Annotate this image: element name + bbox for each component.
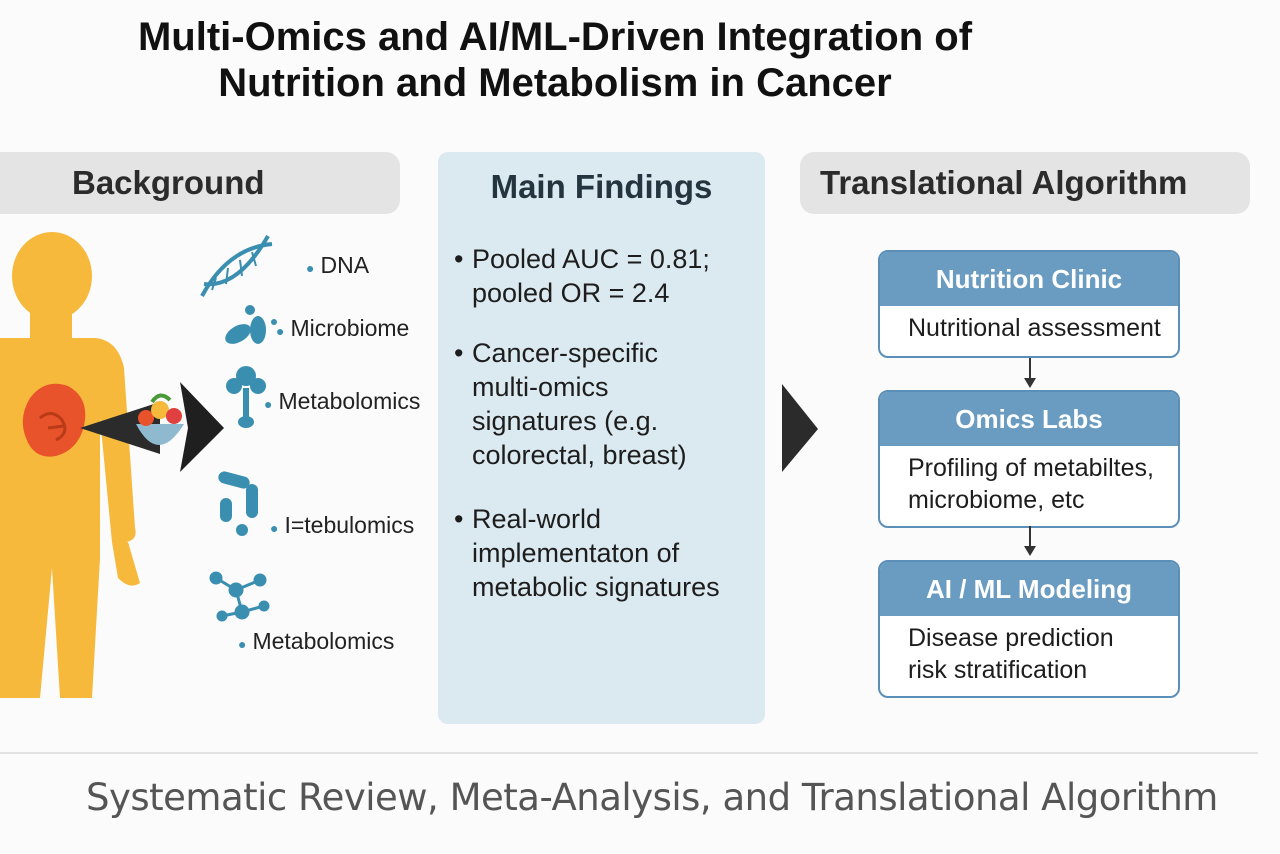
algorithm-header: Translational Algorithm <box>800 152 1250 214</box>
bowl-icon <box>136 424 184 445</box>
background-header-label: Background <box>72 164 265 201</box>
algo-box-title: Nutrition Clinic <box>880 252 1178 306</box>
algo-box-title: Omics Labs <box>880 392 1178 446</box>
background-header: Background <box>0 152 400 214</box>
finding-bullet-3: • Real-world implementaton of metabolic … <box>454 504 720 602</box>
title-line-1: Multi-Omics and AI/ML-Driven Integration… <box>137 15 973 59</box>
algorithm-header-label: Translational Algorithm <box>820 164 1188 201</box>
microbiome-icon <box>225 305 277 344</box>
down-arrow-icon <box>1024 526 1036 556</box>
main-title: Multi-Omics and AI/ML-Driven Integration… <box>0 14 1110 106</box>
omics-label-metabolomics-2: ●Metabolomics <box>238 628 395 654</box>
omics-label-dna: ●DNA <box>306 252 370 278</box>
algo-box-ai-ml-modeling: AI / ML Modeling Disease prediction risk… <box>878 560 1180 698</box>
tebulomics-icon <box>218 471 258 536</box>
title-line-2: Nutrition and Metabolism in Cancer <box>218 61 892 105</box>
food-bowl-arrow <box>80 382 224 472</box>
algo-box-line: microbiome, etc <box>908 486 1085 514</box>
findings-header: Main Findings <box>490 168 713 205</box>
algo-box-line: Disease prediction <box>908 624 1114 652</box>
right-arrow-icon <box>782 384 818 472</box>
omics-label-microbiome: ●Microbiome <box>276 315 410 341</box>
findings-panel <box>438 152 765 724</box>
algo-box-nutrition-clinic: Nutrition Clinic Nutritional assessment <box>878 250 1180 358</box>
omics-label-metabolomics: ●Metabolomics <box>264 388 421 414</box>
metabolomics-plant-icon <box>226 366 266 428</box>
algo-box-line: Profiling of metabiltes, <box>908 454 1154 482</box>
organ-icon <box>22 383 86 457</box>
footer-divider <box>0 752 1258 754</box>
human-body-icon <box>0 232 140 698</box>
finding-bullet-2: • Cancer-specific multi-omics signatures… <box>454 338 687 470</box>
metabolomics-network-icon <box>209 571 270 622</box>
algo-box-line: risk stratification <box>908 656 1088 684</box>
algo-box-omics-labs: Omics Labs Profiling of metabiltes, micr… <box>878 390 1180 528</box>
footer-caption: Systematic Review, Meta-Analysis, and Tr… <box>86 776 1218 819</box>
algo-box-line: Nutritional assessment <box>908 314 1161 342</box>
finding-bullet-1: • Pooled AUC = 0.81; pooled OR = 2.4 <box>454 244 710 308</box>
algo-box-title: AI / ML Modeling <box>880 562 1178 616</box>
dna-icon <box>200 235 273 297</box>
down-arrow-icon <box>1024 358 1036 388</box>
omics-label-tebulomics: ●I=tebulomics <box>270 512 415 538</box>
